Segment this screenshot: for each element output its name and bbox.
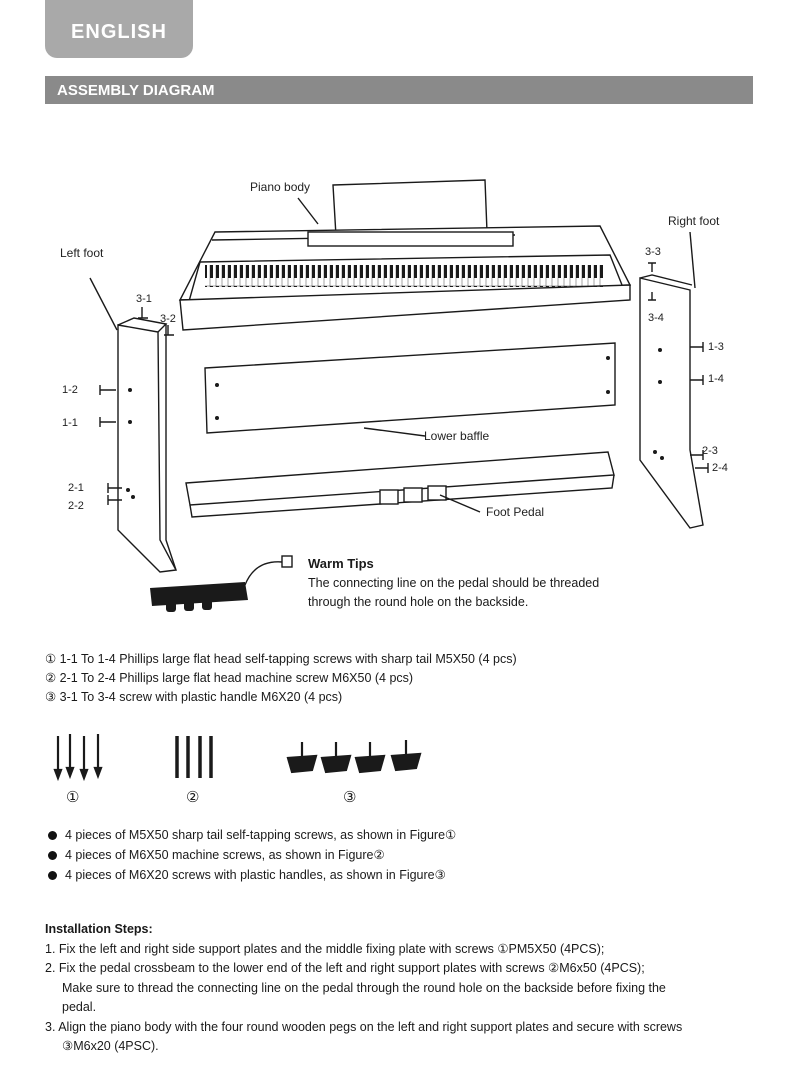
installation-step-2-continued: Make sure to thread the connecting line … xyxy=(62,980,666,995)
legend-item: ③ 3-1 To 3-4 screw with plastic handle M… xyxy=(45,690,343,704)
warm-tips-line: The connecting line on the pedal should … xyxy=(308,576,600,590)
foot-pedal-label: Foot Pedal xyxy=(486,505,545,519)
screw-set-1-icon xyxy=(53,734,103,782)
section-title: ASSEMBLY DIAGRAM xyxy=(45,76,753,104)
warm-tips-title: Warm Tips xyxy=(308,556,374,571)
warm-tips-line: through the round hole on the backside. xyxy=(308,595,529,609)
screw-set-2-icon xyxy=(175,736,213,778)
screw-set-3-icon xyxy=(286,740,422,774)
screw-label-2-3: 2-3 xyxy=(702,445,718,457)
screw-legend: ① 1-1 To 1-4 Phillips large flat head se… xyxy=(45,650,517,707)
bullet-item: 4 pieces of M6X50 machine screws, as sho… xyxy=(48,845,456,865)
warm-tips-text: The connecting line on the pedal should … xyxy=(308,574,668,612)
screw-label-3-4: 3-4 xyxy=(648,312,664,324)
screw-label-1-3: 1-3 xyxy=(708,341,724,353)
screw-label-3-3: 3-3 xyxy=(645,246,661,258)
bullet-icon xyxy=(48,871,57,881)
figure-number-2: ② xyxy=(186,789,200,806)
screw-label-3-2: 3-2 xyxy=(160,313,176,325)
installation-step-3-continued: ③M6x20 (4PSC). xyxy=(62,1039,159,1053)
screw-illustrations xyxy=(53,734,422,782)
figure-number-3: ③ xyxy=(343,789,357,806)
assembly-diagram xyxy=(89,179,709,612)
piano-body-label: Piano body xyxy=(250,180,311,194)
bullet-list: 4 pieces of M5X50 sharp tail self-tappin… xyxy=(48,825,456,885)
screw-label-1-1: 1-1 xyxy=(62,417,78,429)
bullet-icon xyxy=(48,851,57,861)
installation-step-3: 3. Align the piano body with the four ro… xyxy=(45,1019,683,1034)
installation-step-1: 1. Fix the left and right side support p… xyxy=(45,941,605,956)
bullet-item: 4 pieces of M6X20 screws with plastic ha… xyxy=(48,865,456,885)
bullet-icon xyxy=(48,831,57,841)
legend-item: ① 1-1 To 1-4 Phillips large flat head se… xyxy=(45,652,517,666)
legend-item: ② 2-1 To 2-4 Phillips large flat head ma… xyxy=(45,671,414,685)
figure-number-1: ① xyxy=(66,789,80,806)
screw-label-2-4: 2-4 xyxy=(712,462,728,474)
screw-label-2-2: 2-2 xyxy=(68,500,84,512)
lower-baffle-label: Lower baffle xyxy=(424,429,490,443)
left-foot-label: Left foot xyxy=(60,246,104,260)
right-foot-label: Right foot xyxy=(668,214,720,228)
installation-step-2: 2. Fix the pedal crossbeam to the lower … xyxy=(45,961,645,975)
screw-label-2-1: 2-1 xyxy=(68,482,84,494)
installation-step-2-continued: pedal. xyxy=(62,1000,97,1014)
screw-label-1-2: 1-2 xyxy=(62,384,78,396)
screw-label-1-4: 1-4 xyxy=(708,373,724,385)
language-tab: ENGLISH xyxy=(45,0,193,58)
installation-title: Installation Steps: xyxy=(45,922,153,936)
screw-label-3-1: 3-1 xyxy=(136,293,152,305)
installation-steps: Installation Steps: 1. Fix the left and … xyxy=(45,920,760,1057)
bullet-item: 4 pieces of M5X50 sharp tail self-tappin… xyxy=(48,825,456,845)
